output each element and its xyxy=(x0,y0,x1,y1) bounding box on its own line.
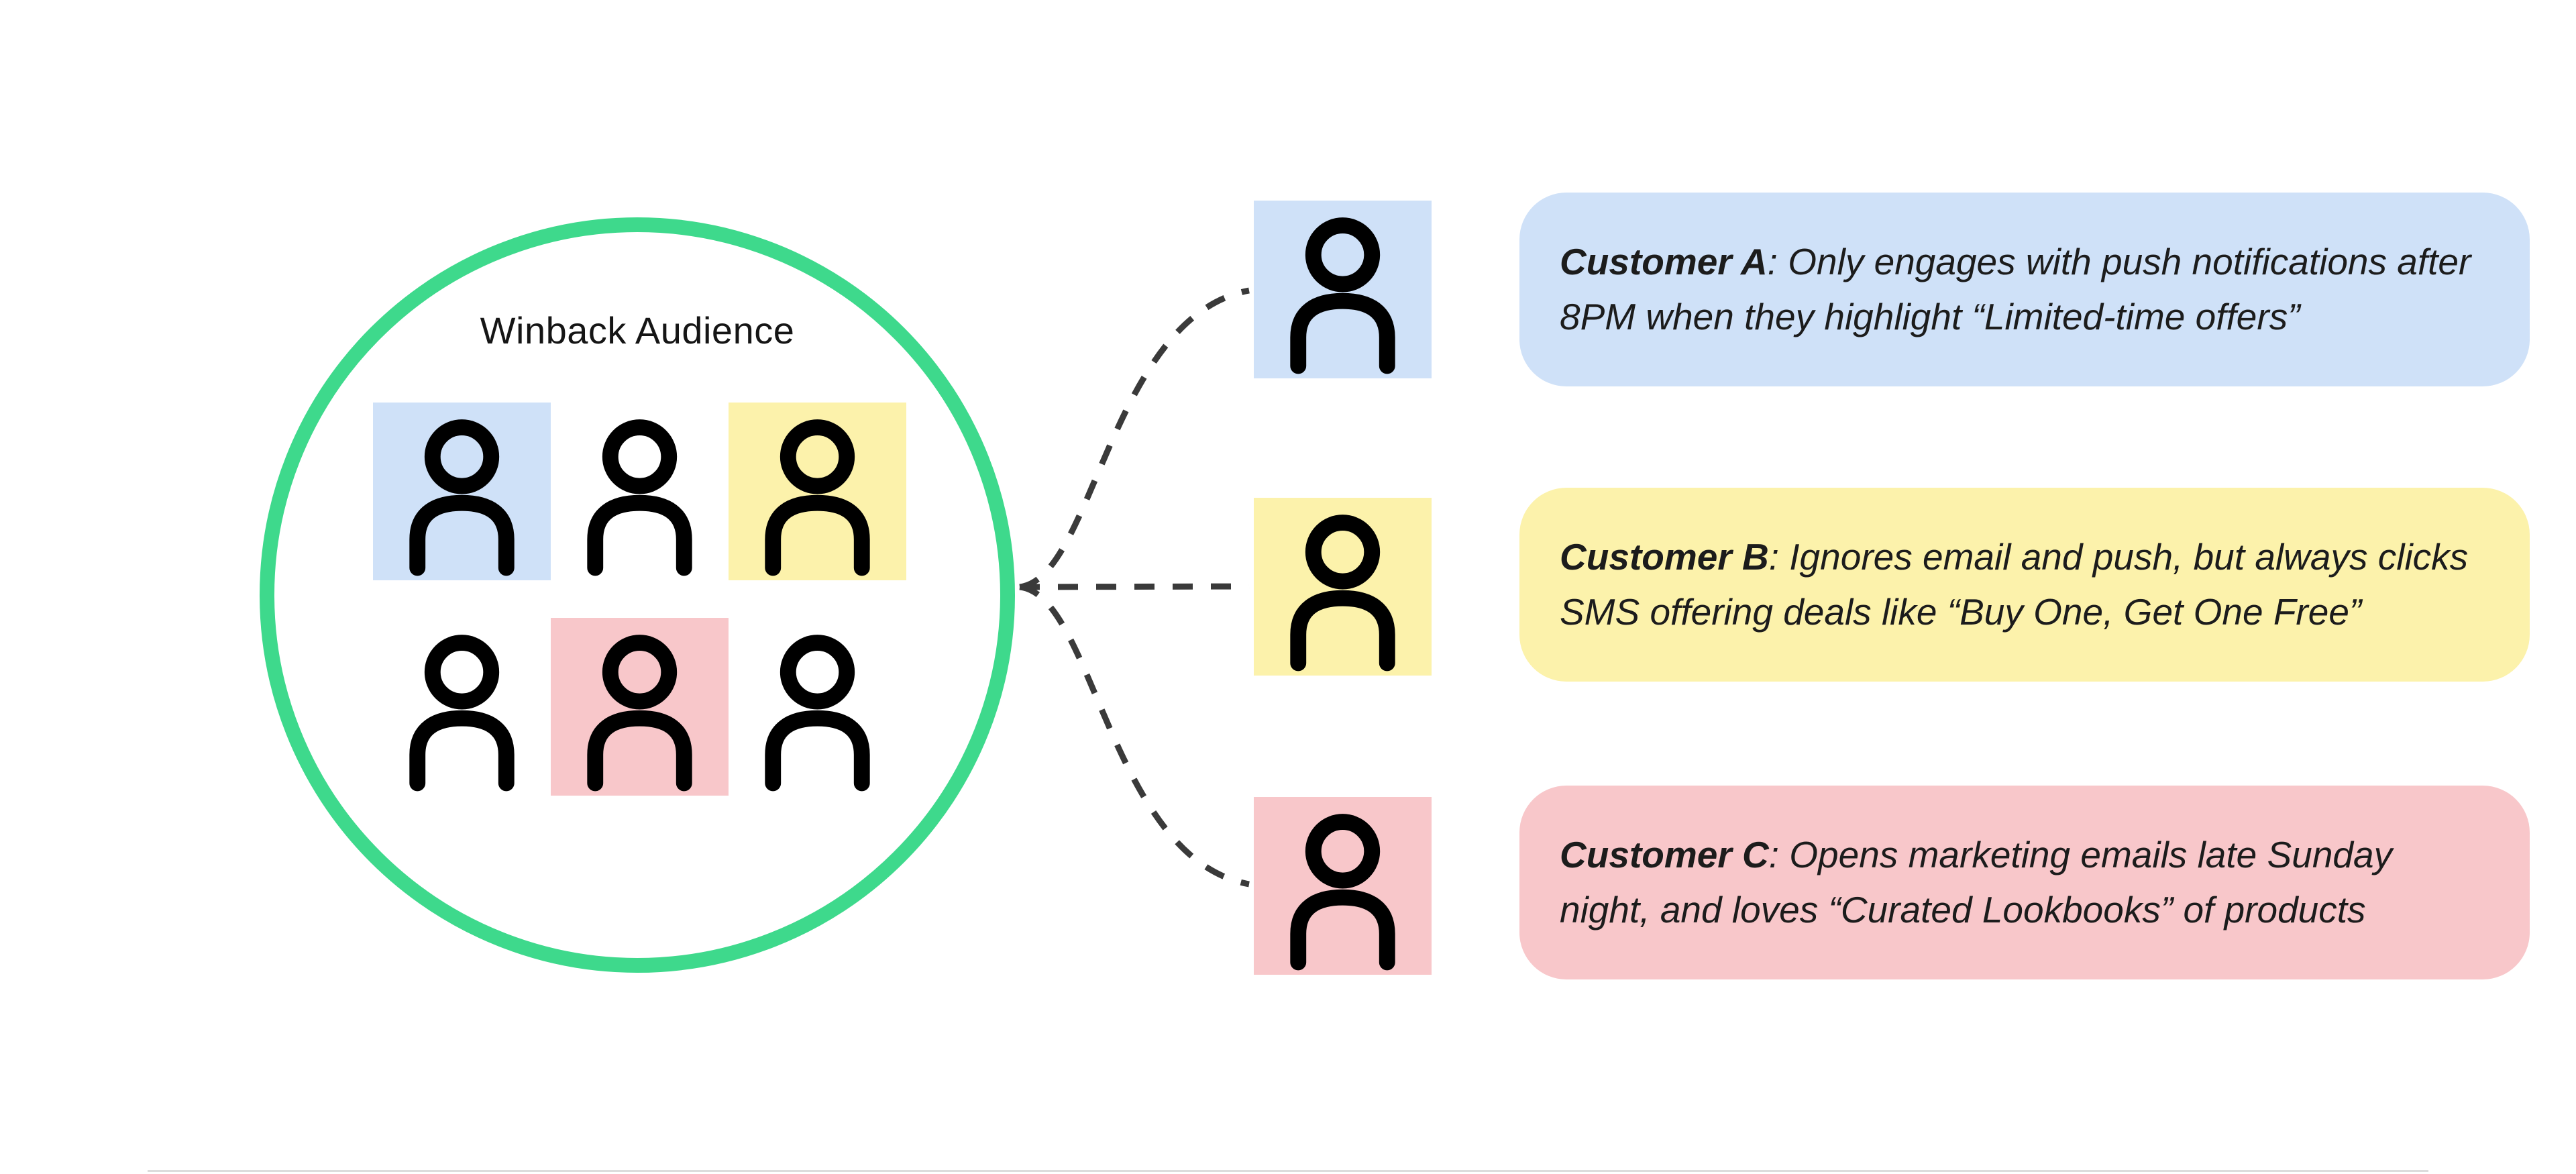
customer-a-icon xyxy=(1254,201,1432,378)
connector-to-customer-b xyxy=(1019,583,1250,590)
audience-member-icon xyxy=(729,618,906,796)
audience-member-icon-blue xyxy=(373,403,551,580)
customer-c-icon xyxy=(1254,797,1432,975)
connector-to-customer-a xyxy=(1019,287,1250,590)
audience-member-icon-pink xyxy=(551,618,729,796)
customer-b-name: Customer B xyxy=(1560,536,1769,578)
audience-member-icon-yellow xyxy=(729,403,906,580)
winback-audience-label: Winback Audience xyxy=(480,309,795,352)
audience-member-icon xyxy=(373,618,551,796)
customer-c-description: Customer C: Opens marketing emails late … xyxy=(1560,834,2393,930)
audience-member-icon xyxy=(551,403,729,580)
bottom-divider xyxy=(148,1170,2428,1172)
customer-b-callout: Customer B: Ignores email and push, but … xyxy=(1519,488,2530,682)
connector-to-customer-c xyxy=(1019,584,1250,888)
customer-a-description: Customer A: Only engages with push notif… xyxy=(1560,241,2471,337)
customer-c-callout: Customer C: Opens marketing emails late … xyxy=(1519,786,2530,979)
customer-b-description: Customer B: Ignores email and push, but … xyxy=(1560,536,2469,633)
customer-a-callout: Customer A: Only engages with push notif… xyxy=(1519,193,2530,386)
customer-b-icon xyxy=(1254,498,1432,676)
customer-a-name: Customer A xyxy=(1560,241,1768,283)
customer-c-name: Customer C xyxy=(1560,834,1769,876)
